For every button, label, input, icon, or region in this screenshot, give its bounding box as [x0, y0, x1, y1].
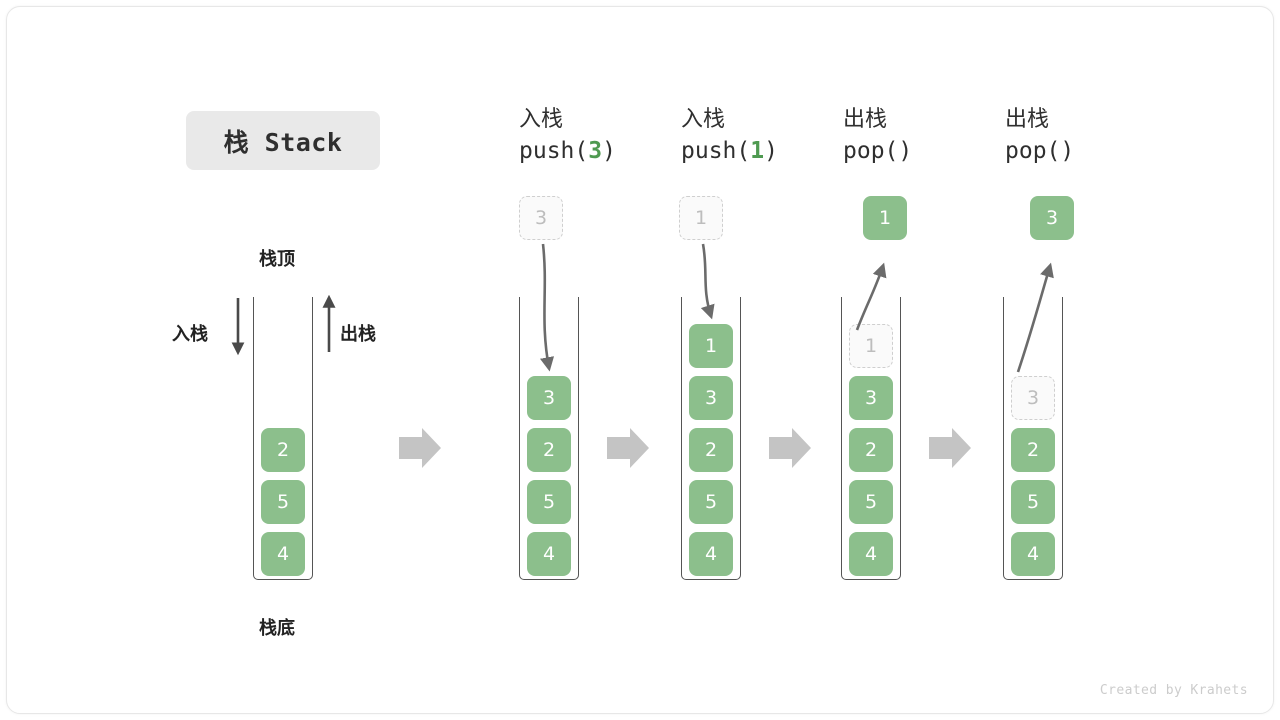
- stack-cell: 5: [527, 480, 571, 524]
- stack-cell: 4: [1011, 532, 1055, 576]
- column-heading-push-1: 入栈 push(1): [681, 105, 881, 167]
- external-box-push-1: 1: [679, 196, 723, 240]
- external-box-pop-1: 1: [863, 196, 907, 240]
- stack-cell: 5: [689, 480, 733, 524]
- call-suffix: ): [602, 138, 616, 164]
- stack-cell: 5: [849, 480, 893, 524]
- stack-cell: 3: [1011, 376, 1055, 420]
- column-heading-call: pop(): [1005, 135, 1205, 167]
- column-heading-pop-3: 出栈 pop(): [1005, 105, 1205, 167]
- call-prefix: push(: [519, 138, 589, 164]
- stack-cell: 2: [527, 428, 571, 472]
- stack-column-initial: 2 5 4: [253, 297, 313, 580]
- stack-cell: 2: [1011, 428, 1055, 472]
- column-heading-call: pop(): [843, 135, 1043, 167]
- stack-cell: 4: [689, 532, 733, 576]
- stack-cell: 1: [849, 324, 893, 368]
- stack-cell: 3: [849, 376, 893, 420]
- call-suffix: ): [764, 138, 778, 164]
- stack-cell: 2: [261, 428, 305, 472]
- column-heading-label: 出栈: [843, 107, 888, 132]
- column-heading-label: 出栈: [1005, 107, 1050, 132]
- pop-side-label: 出栈: [340, 324, 376, 345]
- stack-title-text: 栈 Stack: [223, 127, 343, 157]
- footer-credit: Created by Krahets: [1099, 683, 1248, 698]
- push-side-label: 入栈: [172, 324, 208, 345]
- stack-cell: 4: [849, 532, 893, 576]
- stack-top-label: 栈顶: [259, 249, 295, 270]
- stack-cell: 2: [689, 428, 733, 472]
- stack-column-pop-3: 3 2 5 4: [1003, 297, 1063, 580]
- column-heading-call: push(3): [519, 135, 719, 167]
- column-heading-push-3: 入栈 push(3): [519, 105, 719, 167]
- stack-cell: 4: [261, 532, 305, 576]
- call-prefix: pop(: [843, 138, 899, 164]
- call-suffix: ): [898, 138, 913, 164]
- external-box-push-3: 3: [519, 196, 563, 240]
- stack-column-push-3: 3 2 5 4: [519, 297, 579, 580]
- column-heading-call: push(1): [681, 135, 881, 167]
- stack-column-push-1: 1 3 2 5 4: [681, 297, 741, 580]
- call-suffix: ): [1060, 138, 1075, 164]
- call-prefix: pop(: [1005, 138, 1061, 164]
- stack-cell: 2: [849, 428, 893, 472]
- call-prefix: push(: [681, 138, 751, 164]
- stack-cell: 3: [527, 376, 571, 420]
- stack-cell: 3: [689, 376, 733, 420]
- stack-title-chip: 栈 Stack: [186, 111, 380, 170]
- external-box-pop-3: 3: [1030, 196, 1074, 240]
- column-heading-pop-1: 出栈 pop(): [843, 105, 1043, 167]
- call-argument: 1: [750, 138, 765, 164]
- stack-cell: 4: [527, 532, 571, 576]
- call-argument: 3: [588, 138, 603, 164]
- stack-column-pop-1: 1 3 2 5 4: [841, 297, 901, 580]
- stack-bottom-label: 栈底: [259, 618, 295, 639]
- column-heading-label: 入栈: [519, 107, 564, 132]
- stack-cell: 5: [1011, 480, 1055, 524]
- column-heading-label: 入栈: [681, 107, 726, 132]
- stack-cell: 5: [261, 480, 305, 524]
- stack-cell: 1: [689, 324, 733, 368]
